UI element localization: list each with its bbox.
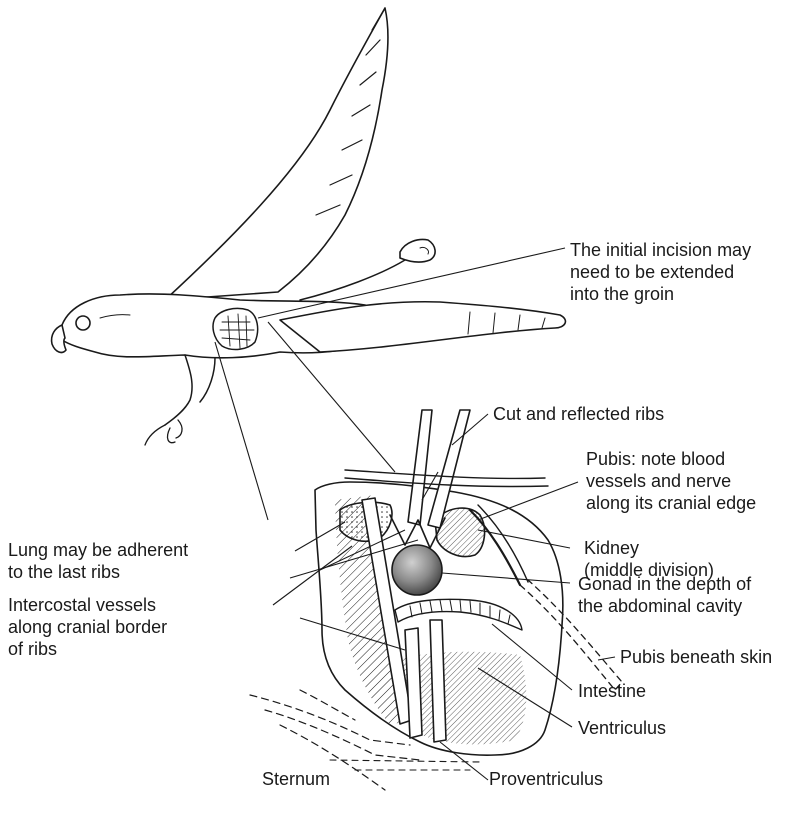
bird-foot-right	[400, 240, 435, 263]
label-initial-incision: The initial incision may need to be exte…	[570, 239, 751, 305]
label-intercostal-vessels: Intercostal vessels along cranial border…	[8, 594, 167, 660]
dissection-drawing	[250, 410, 622, 790]
label-gonad: Gonad in the depth of the abdominal cavi…	[578, 573, 751, 617]
label-intestine: Intestine	[578, 680, 646, 702]
label-lung: Lung may be adherent to the last ribs	[8, 539, 188, 583]
label-cut-reflected-ribs: Cut and reflected ribs	[493, 403, 664, 425]
bird-upper-wing	[165, 8, 388, 300]
bird-talon	[145, 420, 182, 445]
label-ventriculus: Ventriculus	[578, 717, 666, 739]
label-proventriculus: Proventriculus	[489, 768, 603, 790]
bird-eye	[76, 316, 90, 330]
leader-pubis	[478, 482, 578, 520]
label-pubis-beneath-skin: Pubis beneath skin	[620, 646, 772, 668]
label-sternum: Sternum	[262, 768, 330, 790]
label-pubis: Pubis: note blood vessels and nerve alon…	[586, 448, 756, 514]
bird-drawing	[52, 8, 566, 445]
bird-incision	[213, 308, 258, 349]
gonad	[392, 545, 442, 595]
leader-pubis-skin	[598, 657, 615, 660]
